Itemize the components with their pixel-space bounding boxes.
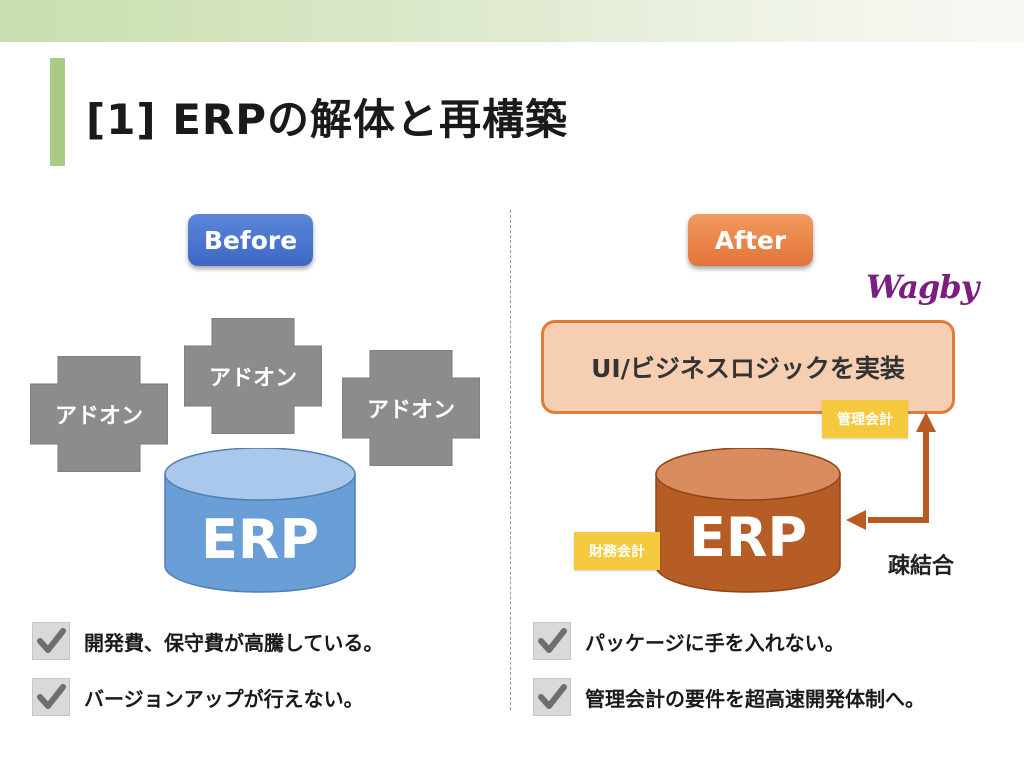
- top-banner: [0, 0, 1024, 42]
- check-text: 開発費、保守費が高騰している。: [84, 630, 384, 655]
- wagby-logo: Wagby: [866, 268, 979, 306]
- erp-cylinder-before: [164, 448, 356, 593]
- addon-label: アドオン: [54, 404, 143, 429]
- erp-label-before: ERP: [200, 507, 320, 571]
- check-icon: [533, 678, 571, 716]
- plus-shape: [184, 318, 322, 434]
- arrow-icon: [846, 412, 936, 530]
- erp-cylinder-after: [655, 448, 841, 593]
- check-icon: [32, 622, 70, 660]
- check-text: バージョンアップが行えない。: [84, 686, 364, 711]
- before-badge: Before: [188, 214, 313, 266]
- loose-coupling-label: 疎結合: [888, 554, 955, 579]
- ui-business-logic-box: UI/ビジネスロジックを実装: [541, 320, 955, 414]
- check-text: 管理会計の要件を超高速開発体制へ。: [585, 686, 925, 711]
- title-accent-bar: [50, 58, 65, 166]
- addon-block-left: アドオン: [30, 356, 168, 472]
- erp-label-after: ERP: [688, 505, 808, 569]
- check-item: 管理会計の要件を超高速開発体制へ。: [533, 676, 925, 718]
- check-text: パッケージに手を入れない。: [585, 630, 845, 655]
- addon-label: アドオン: [208, 366, 297, 391]
- check-icon: [533, 622, 571, 660]
- plus-shape: [30, 356, 168, 472]
- addon-block-center: アドオン: [184, 318, 322, 434]
- addon-block-right: アドオン: [342, 350, 480, 466]
- check-item: パッケージに手を入れない。: [533, 620, 845, 662]
- check-icon: [32, 678, 70, 716]
- column-divider: [510, 210, 511, 710]
- slide-title: [1] ERPの解体と再構築: [86, 95, 569, 144]
- financial-accounting-tag: 財務会計: [574, 532, 660, 570]
- management-accounting-tag: 管理会計: [822, 400, 908, 438]
- check-item: 開発費、保守費が高騰している。: [32, 620, 383, 662]
- plus-shape: [342, 350, 480, 466]
- addon-label: アドオン: [366, 398, 455, 423]
- check-item: バージョンアップが行えない。: [32, 676, 364, 718]
- after-badge: After: [688, 214, 813, 266]
